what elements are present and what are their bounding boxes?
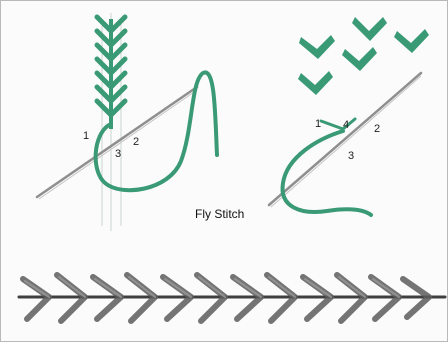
working-thread bbox=[96, 72, 217, 190]
point-label-3: 3 bbox=[115, 148, 121, 160]
right-stitch-diagram: 1 4 2 3 bbox=[269, 17, 429, 215]
sample-stitch-highlights bbox=[25, 277, 399, 297]
point-label-1: 1 bbox=[315, 118, 321, 130]
working-thread bbox=[283, 131, 371, 215]
v-stitch-icon bbox=[394, 29, 429, 53]
point-label-2: 2 bbox=[133, 136, 139, 148]
stitched-sample bbox=[19, 275, 445, 321]
point-label-2: 2 bbox=[374, 123, 380, 135]
left-stitch-diagram: 1 2 3 bbox=[37, 13, 217, 231]
diagram-caption: Fly Stitch bbox=[195, 207, 244, 221]
tacked-stitch bbox=[321, 119, 355, 129]
v-stitch-icon bbox=[342, 47, 377, 71]
v-stitch-icon bbox=[298, 71, 333, 95]
point-label-4: 4 bbox=[343, 119, 349, 131]
needle-icon bbox=[37, 87, 197, 199]
needle-icon bbox=[269, 73, 421, 207]
v-stitch-icon bbox=[352, 17, 387, 41]
point-label-3: 3 bbox=[348, 150, 354, 162]
point-label-1: 1 bbox=[83, 130, 89, 142]
v-stitch-icon bbox=[299, 35, 335, 59]
